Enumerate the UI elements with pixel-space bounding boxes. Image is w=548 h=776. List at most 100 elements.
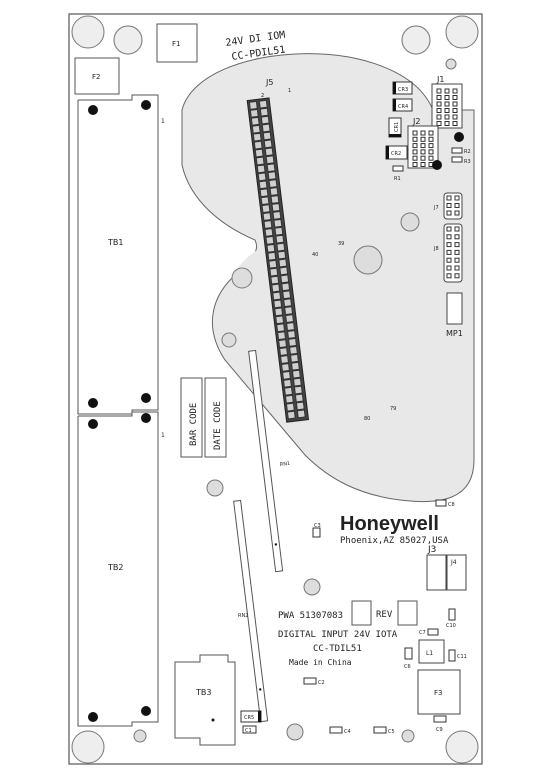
connector-j3 <box>426 554 447 591</box>
j5-pin <box>277 331 287 341</box>
j8-pin <box>446 265 452 271</box>
mounting-hole <box>445 730 479 764</box>
capacitor-c4 <box>329 726 343 734</box>
j5-pin <box>254 148 264 158</box>
c11-label: C11 <box>457 654 467 660</box>
j2-pins <box>412 130 434 167</box>
hole <box>303 578 321 596</box>
j1-pin <box>444 121 450 126</box>
tb1-label: TB1 <box>107 238 123 247</box>
j5-pin <box>266 243 276 253</box>
tb2-screw <box>88 419 98 429</box>
inductor-l1 <box>418 639 445 664</box>
j5-pin <box>267 251 277 261</box>
j1-label: J1 <box>436 75 444 84</box>
j5-pin <box>280 355 289 364</box>
tb2-screw <box>141 706 151 716</box>
fuse-f2-label: F2 <box>92 73 100 81</box>
j5-pin40: 40 <box>312 252 318 258</box>
j5-pin <box>264 227 274 237</box>
j5-pin <box>276 323 286 333</box>
rn2-label: RN2 <box>238 613 248 619</box>
tb3-label: TB3 <box>195 688 211 697</box>
j2-pin <box>420 149 426 155</box>
hole <box>445 58 457 70</box>
cr5-label: CR5 <box>244 715 254 721</box>
j1-pin <box>452 108 458 113</box>
j5-pin <box>296 409 306 419</box>
j5-pin <box>270 275 280 285</box>
manufacturer-address: Phoenix,AZ 85027,USA <box>340 536 449 546</box>
j8-pin <box>454 234 460 240</box>
j1-pin <box>452 114 458 120</box>
rn1-label: RN1 <box>280 461 291 468</box>
j8-pin <box>454 257 460 263</box>
j5-pin <box>276 242 286 252</box>
j5-pin <box>286 410 296 420</box>
resistor-network-rn1 <box>248 349 284 573</box>
j8-pin <box>454 273 460 279</box>
j5-pin <box>269 267 279 277</box>
origin-label: Made in China <box>289 658 352 667</box>
c5-label: C5 <box>388 729 395 735</box>
terminal-block-tb1 <box>77 94 159 415</box>
c2-label: C2 <box>318 680 325 686</box>
j2-key <box>432 160 442 170</box>
j5-pin <box>264 147 274 157</box>
j5-pin <box>280 274 290 284</box>
j2-pin <box>428 136 434 142</box>
r3-label: R3 <box>464 159 471 165</box>
capacitor-c6 <box>404 647 413 660</box>
j7-pin <box>446 203 452 208</box>
j8-pin <box>446 273 452 279</box>
j5-pin <box>283 386 293 396</box>
j5-pin <box>272 291 282 301</box>
j5-pin <box>262 131 272 141</box>
pwa-box <box>351 600 372 626</box>
j5-pin <box>285 402 295 412</box>
j5-pin <box>290 361 300 371</box>
j5-pin <box>267 171 277 181</box>
j1-pin <box>444 108 450 113</box>
j5-pin <box>285 314 295 324</box>
mounting-hole <box>71 730 105 764</box>
j5-pin <box>256 164 266 174</box>
capacitor-c9 <box>433 715 447 723</box>
r2-label: R2 <box>464 149 471 155</box>
j7-label: J7 <box>433 205 439 211</box>
resistor-r3 <box>451 156 463 163</box>
c7-label: C7 <box>419 630 426 636</box>
j5-pin <box>281 362 290 372</box>
terminal-block-tb2 <box>77 411 159 727</box>
fuse-f2 <box>74 57 120 95</box>
connector-j5 <box>246 97 310 423</box>
capacitor-c5 <box>373 726 387 734</box>
tb1-screw <box>88 105 98 115</box>
j1-pin <box>444 95 450 100</box>
j5-pin <box>282 378 292 388</box>
j7-pin <box>454 203 460 208</box>
j5-pin <box>275 234 285 244</box>
r1-label: R1 <box>394 176 401 182</box>
j5-pin <box>288 337 297 347</box>
tb2-pin1: 1 <box>161 432 165 439</box>
j1-pins <box>436 88 458 126</box>
j5-pin <box>258 180 268 190</box>
l1-label: L1 <box>426 650 433 657</box>
resistor-r1 <box>392 165 404 172</box>
j1-pin <box>444 114 450 120</box>
j2-pin <box>420 143 426 149</box>
j5-pin <box>284 394 294 404</box>
j5-pin79: 79 <box>390 406 396 412</box>
tb2-screw <box>88 712 98 722</box>
j2-pin <box>420 162 426 167</box>
c4-label: C4 <box>344 729 351 735</box>
j2-pin <box>412 130 418 136</box>
j5-pin <box>271 202 281 212</box>
c9-label: C9 <box>436 727 443 733</box>
j5-pin <box>253 140 263 150</box>
j5-pin <box>271 283 281 293</box>
hole <box>400 212 420 232</box>
j5-pin <box>279 266 289 276</box>
